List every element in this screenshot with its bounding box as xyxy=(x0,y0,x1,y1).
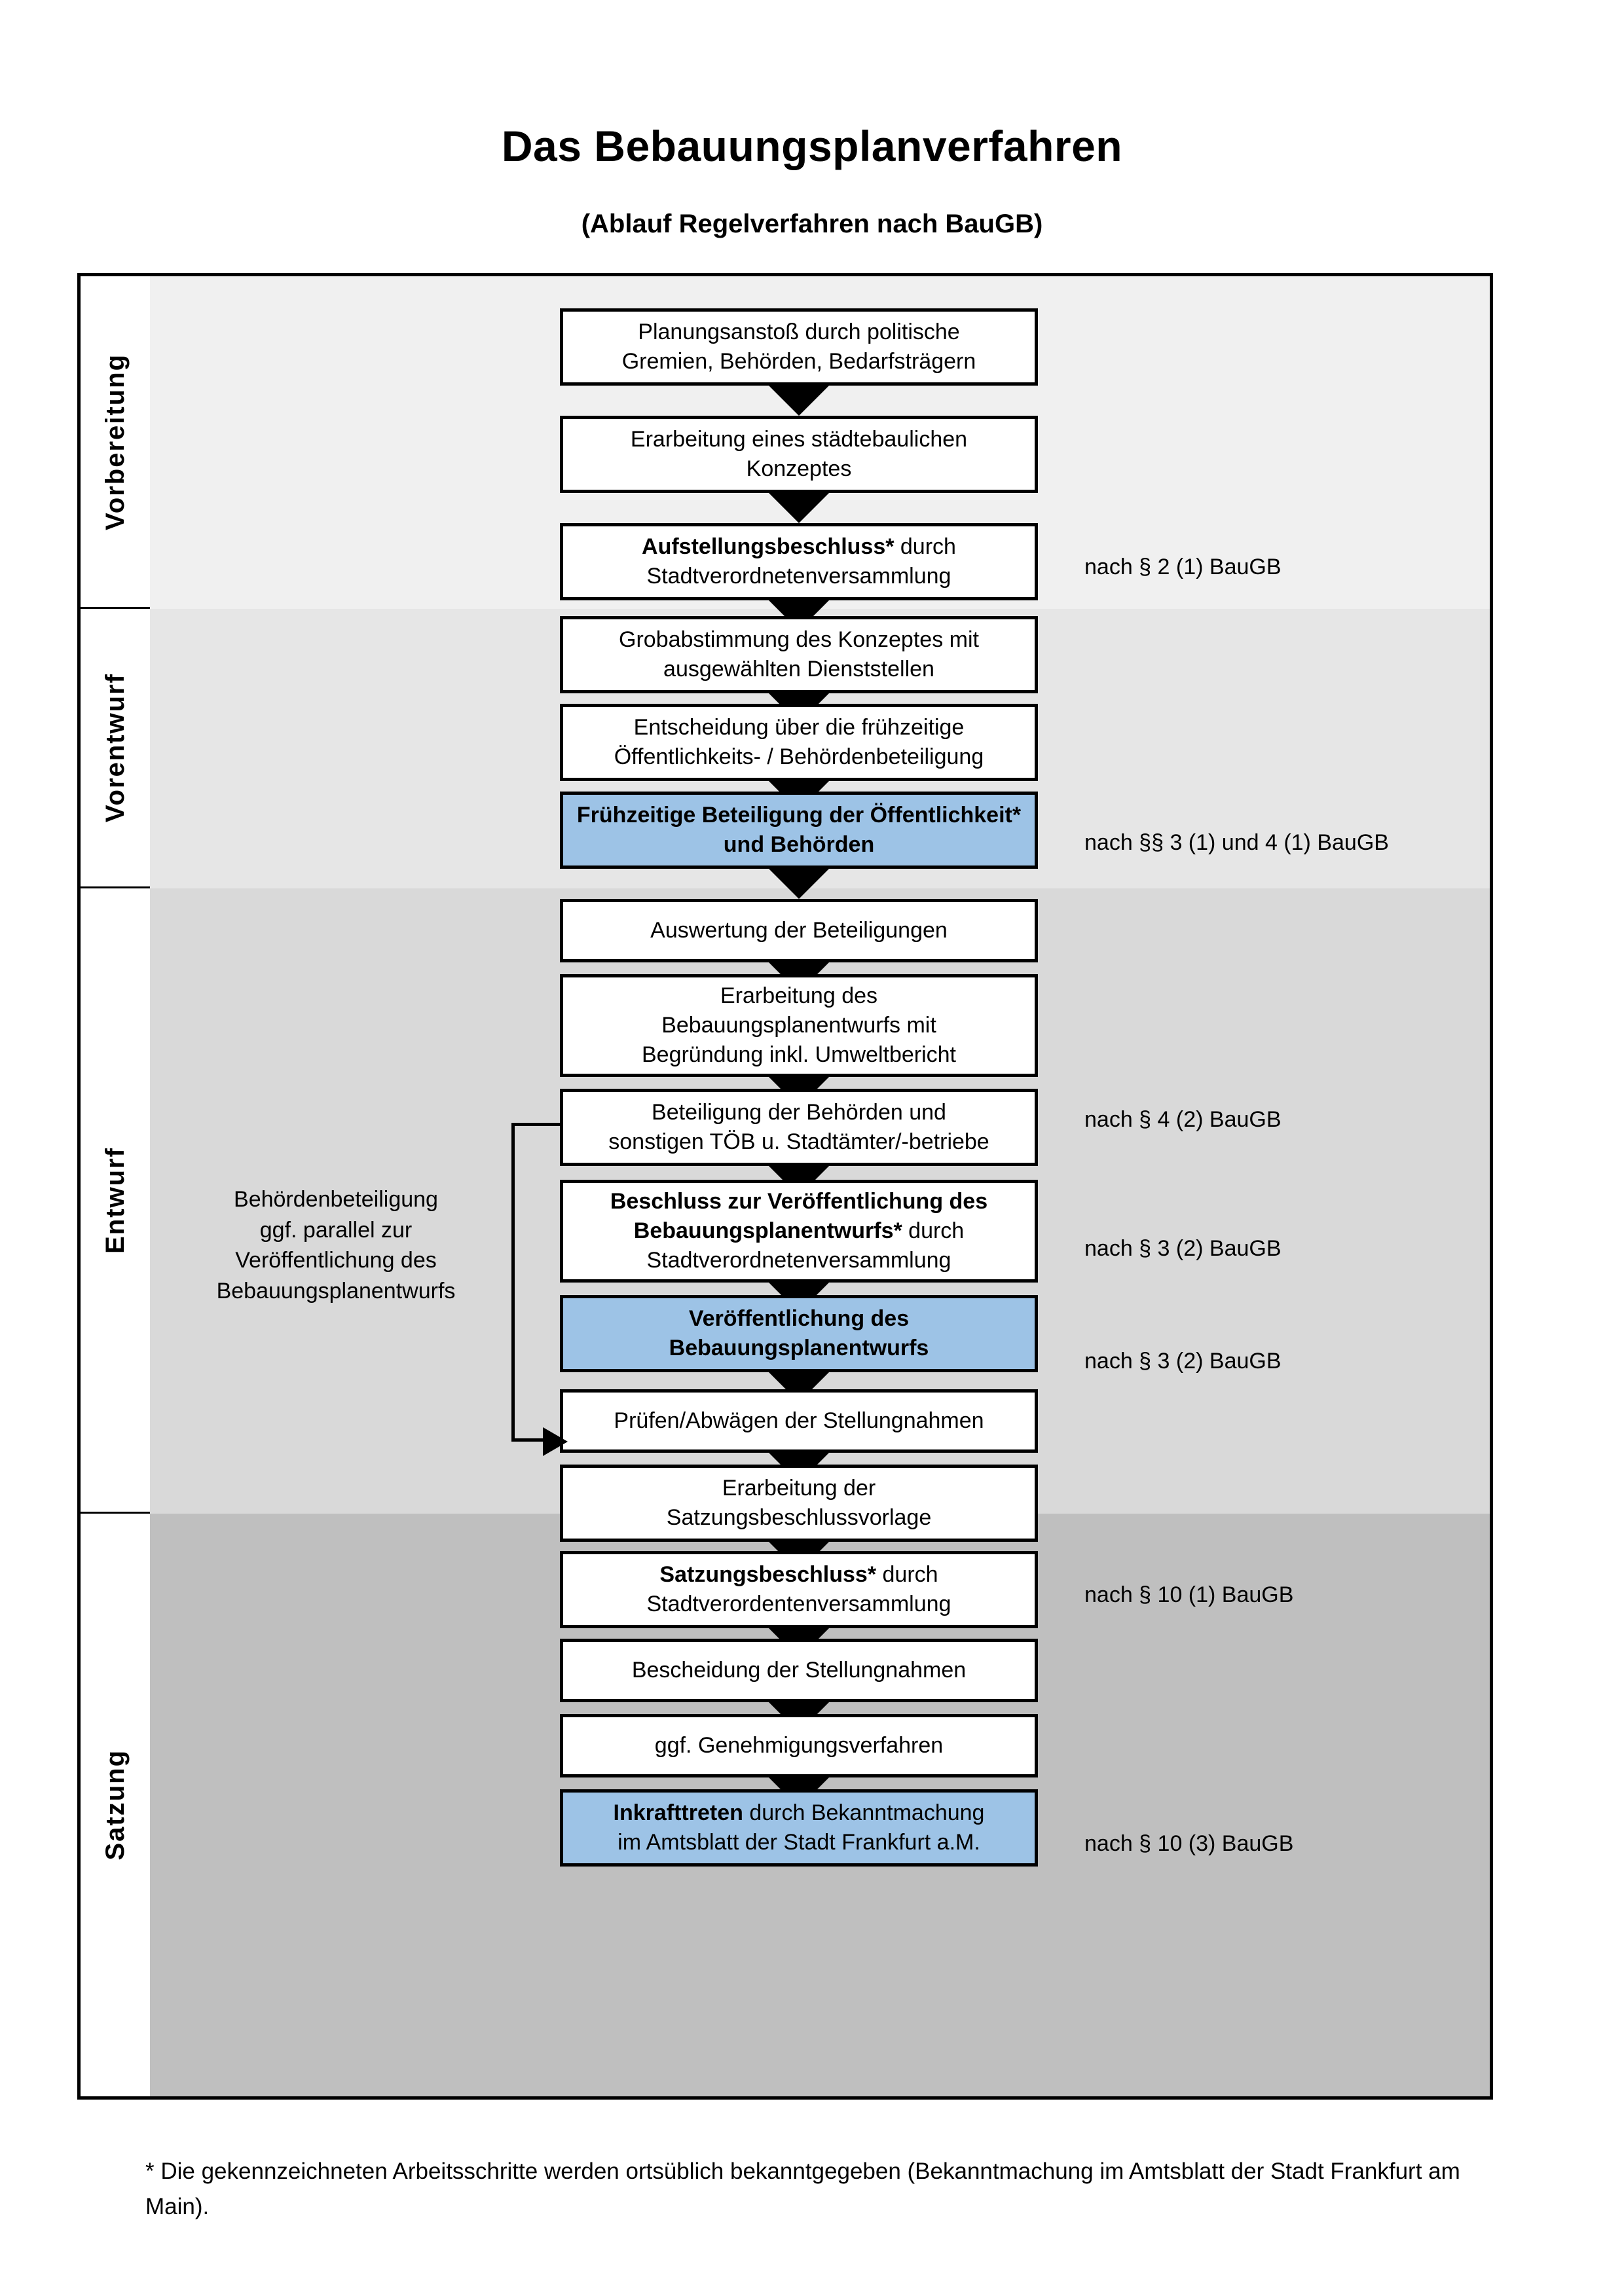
step-beschluss-veroeff-bold: Beschluss zur Veröffentlichung des Bebau… xyxy=(610,1188,988,1243)
side-note-behoerdenbeteiligung: Behördenbeteiligung ggf. parallel zur Ve… xyxy=(172,1184,500,1306)
phase-label-satzung: Satzung xyxy=(81,1514,150,2096)
legal-ref-beteiligung-behoerden: nach § 4 (2) BauGB xyxy=(1084,1107,1282,1132)
step-aufstellungsbeschluss-line1: durch xyxy=(894,534,956,559)
step-box-erarbeitung-entwurf[interactable]: Erarbeitung des Bebauungsplanentwurfs mi… xyxy=(560,974,1038,1077)
step-satzungsvorlage-line1: Erarbeitung der xyxy=(722,1475,876,1501)
page-subtitle: (Ablauf Regelverfahren nach BauGB) xyxy=(581,210,1043,238)
phase-label-column: Vorbereitung Vorentwurf Entwurf Satzung xyxy=(81,276,150,2096)
bracket-connector-arrowhead xyxy=(543,1427,568,1456)
step-beteiligung-behoerden-line1: Beteiligung der Behörden und xyxy=(652,1099,946,1125)
phase-label-vorbereitung: Vorbereitung xyxy=(81,276,150,609)
step-box-veroeffentlichung[interactable]: Veröffentlichung des Bebauungsplanentwur… xyxy=(560,1295,1038,1372)
side-note-line1: Behördenbeteiligung xyxy=(234,1187,438,1212)
step-satzungsbeschluss-line1: durch xyxy=(876,1561,938,1587)
step-inkrafttreten-bold: Inkrafttreten xyxy=(613,1800,743,1825)
step-satzungsbeschluss-bold: Satzungsbeschluss* xyxy=(659,1561,877,1587)
step-box-staedtebauliches-konzept[interactable]: Erarbeitung eines städtebaulichen Konzep… xyxy=(560,416,1038,493)
step-beschluss-veroeff-line1: durch xyxy=(902,1218,965,1243)
step-box-grobabstimmung[interactable]: Grobabstimmung des Konzeptes mit ausgewä… xyxy=(560,616,1038,693)
phase-label-entwurf-text: Entwurf xyxy=(100,1146,130,1254)
side-note-line2: ggf. parallel zur xyxy=(259,1217,413,1243)
flow-arrow-1 xyxy=(767,384,830,416)
bracket-connector-bottom xyxy=(511,1438,545,1442)
step-box-satzungsbeschlussvorlage[interactable]: Erarbeitung der Satzungsbeschlussvorlage xyxy=(560,1465,1038,1542)
step-box-genehmigungsverfahren[interactable]: ggf. Genehmigungsverfahren xyxy=(560,1714,1038,1777)
step-aufstellungsbeschluss-bold: Aufstellungsbeschluss* xyxy=(642,534,895,559)
bracket-connector-top xyxy=(511,1123,563,1126)
bracket-connector-left xyxy=(511,1123,515,1442)
legal-ref-satzungsbeschluss: nach § 10 (1) BauGB xyxy=(1084,1582,1294,1607)
step-aufstellungsbeschluss-line2: Stadtverordnetenversammlung xyxy=(646,564,951,589)
step-box-satzungsbeschluss[interactable]: Satzungsbeschluss* durch Stadtverordente… xyxy=(560,1551,1038,1628)
step-inkrafttreten-line1: durch Bekanntmachung xyxy=(743,1800,985,1825)
step-box-pruefen-abwaegen[interactable]: Prüfen/Abwägen der Stellungnahmen xyxy=(560,1389,1038,1453)
step-pruefen-abwaegen-line1: Prüfen/Abwägen der Stellungnahmen xyxy=(614,1408,984,1433)
legal-ref-beschluss-veroeff: nach § 3 (2) BauGB xyxy=(1084,1236,1282,1261)
step-erarbeitung-entwurf-line1: Erarbeitung des xyxy=(720,983,878,1008)
step-box-fruehzeitige-beteiligung[interactable]: Frühzeitige Beteiligung der Öffentlichke… xyxy=(560,792,1038,869)
step-box-planungsanstoss[interactable]: Planungsanstoß durch politische Gremien,… xyxy=(560,308,1038,386)
step-entscheidung-line2: Öffentlichkeits- / Behördenbeteiligung xyxy=(614,744,984,769)
step-box-auswertung[interactable]: Auswertung der Beteiligungen xyxy=(560,899,1038,962)
phase-label-vorbereitung-text: Vorbereitung xyxy=(100,353,130,530)
step-inkrafttreten-line2: im Amtsblatt der Stadt Frankfurt a.M. xyxy=(618,1830,980,1855)
step-bescheidung-line1: Bescheidung der Stellungnahmen xyxy=(631,1657,967,1683)
step-satzungsvorlage-line2: Satzungsbeschlussvorlage xyxy=(666,1505,932,1530)
step-erarbeitung-entwurf-line3: Begründung inkl. Umweltbericht xyxy=(641,1042,957,1068)
step-planungsanstoss-line2: Gremien, Behörden, Bedarfsträgern xyxy=(621,349,976,374)
phase-label-vorentwurf: Vorentwurf xyxy=(81,609,150,888)
step-box-beschluss-veroeffentlichung[interactable]: Beschluss zur Veröffentlichung des Bebau… xyxy=(560,1180,1038,1283)
step-box-entscheidung-fruehzeitig[interactable]: Entscheidung über die frühzeitige Öffent… xyxy=(560,704,1038,781)
process-flow-diagram: Vorbereitung Vorentwurf Entwurf Satzung … xyxy=(77,273,1493,2100)
phase-label-entwurf: Entwurf xyxy=(81,888,150,1514)
step-konzept-line1: Erarbeitung eines städtebaulichen xyxy=(630,426,968,452)
step-beschluss-veroeff-line2: Stadtverordnetenversammlung xyxy=(646,1248,951,1273)
step-genehmigungsverfahren-line1: ggf. Genehmigungsverfahren xyxy=(654,1732,944,1758)
flow-arrow-6 xyxy=(767,867,830,899)
legal-ref-aufstellungsbeschluss: nach § 2 (1) BauGB xyxy=(1084,555,1282,579)
step-konzept-line2: Konzeptes xyxy=(746,456,852,481)
footnote: * Die gekennzeichneten Arbeitsschritte w… xyxy=(145,2159,1460,2220)
step-grobabstimmung-line1: Grobabstimmung des Konzeptes mit xyxy=(619,627,979,652)
step-satzungsbeschluss-line2: Stadtverordentenversammlung xyxy=(646,1592,951,1616)
step-box-beteiligung-behoerden[interactable]: Beteiligung der Behörden und sonstigen T… xyxy=(560,1089,1038,1166)
step-box-inkrafttreten[interactable]: Inkrafttreten durch Bekanntmachung im Am… xyxy=(560,1789,1038,1867)
step-grobabstimmung-line2: ausgewählten Dienststellen xyxy=(663,657,934,682)
legal-ref-inkrafttreten: nach § 10 (3) BauGB xyxy=(1084,1831,1294,1856)
step-veroeffentlichung-text: Veröffentlichung des Bebauungsplanentwur… xyxy=(669,1305,929,1360)
phase-label-satzung-text: Satzung xyxy=(100,1749,130,1861)
phase-label-vorentwurf-text: Vorentwurf xyxy=(100,672,130,823)
step-beteiligung-behoerden-line2: sonstigen TÖB u. Stadtämter/-betriebe xyxy=(608,1129,989,1154)
step-entscheidung-line1: Entscheidung über die frühzeitige xyxy=(633,714,965,740)
legal-ref-veroeffentlichung: nach § 3 (2) BauGB xyxy=(1084,1349,1282,1374)
step-box-bescheidung[interactable]: Bescheidung der Stellungnahmen xyxy=(560,1639,1038,1702)
side-note-line4: Bebauungsplanentwurfs xyxy=(216,1278,456,1303)
step-fruehzeitige-beteiligung-text: Frühzeitige Beteiligung der Öffentlichke… xyxy=(576,802,1022,857)
step-box-aufstellungsbeschluss[interactable]: Aufstellungsbeschluss* durch Stadtverord… xyxy=(560,523,1038,600)
step-planungsanstoss-line1: Planungsanstoß durch politische xyxy=(638,319,960,344)
step-auswertung-line1: Auswertung der Beteiligungen xyxy=(650,917,948,943)
side-note-line3: Veröffentlichung des xyxy=(235,1248,437,1273)
step-erarbeitung-entwurf-line2: Bebauungsplanentwurfs mit xyxy=(661,1012,936,1038)
flow-arrow-2 xyxy=(767,492,830,523)
legal-ref-fruehzeitige: nach §§ 3 (1) und 4 (1) BauGB xyxy=(1084,830,1389,855)
page-title: Das Bebauungsplanverfahren xyxy=(501,122,1123,170)
